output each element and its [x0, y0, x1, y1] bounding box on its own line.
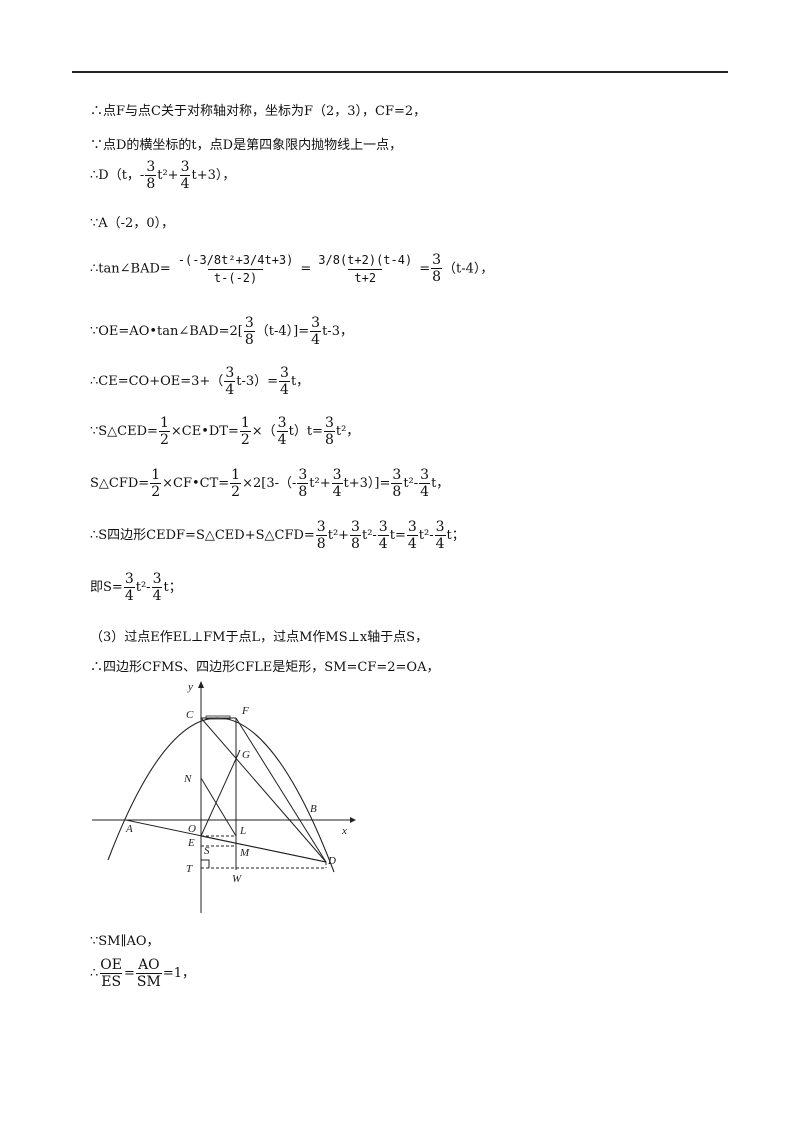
label-l: L — [239, 825, 246, 837]
segment-ed — [200, 835, 327, 863]
line-13: ∴四边形CFMS、四边形CFLE是矩形，SM=CF=2=OA， — [90, 660, 440, 675]
y-axis-arrow-icon — [198, 681, 204, 688]
label-a: A — [125, 823, 133, 835]
segment-ge — [200, 749, 241, 837]
label-e: E — [187, 837, 195, 849]
label-f: F — [241, 705, 249, 717]
label-x: x — [341, 825, 347, 837]
x-axis-arrow-icon — [350, 817, 356, 823]
right-angle-icon — [201, 859, 210, 868]
label-w: W — [232, 873, 242, 885]
label-n: N — [183, 773, 192, 785]
label-g: G — [242, 749, 250, 761]
label-c: C — [186, 709, 194, 721]
line-5: ∴tan∠BAD=-(-3/8t²+3/4t+3)t-(-2)=3/8(t+2)… — [90, 252, 494, 286]
segment-fd — [235, 717, 327, 863]
geometry-figure: y x C F G N B A O L E S M D T W — [92, 681, 356, 913]
line-14: ∵SM∥AO， — [90, 934, 160, 949]
label-y: y — [187, 681, 193, 693]
top-box — [205, 715, 231, 720]
segment-cd — [200, 717, 327, 863]
label-t: T — [186, 863, 193, 875]
label-s: S — [204, 845, 210, 857]
line-4: ∵A（-2，0）， — [90, 216, 175, 231]
label-b: B — [310, 803, 317, 815]
line-2: ∵点D的横坐标的t，点D是第四象限内抛物线上一点， — [90, 138, 403, 153]
label-o: O — [188, 823, 196, 835]
segment-nl — [200, 777, 237, 837]
header-rule — [72, 71, 728, 73]
label-m: M — [239, 847, 250, 859]
label-d: D — [327, 855, 336, 867]
line-12: （3）过点E作EL⊥FM于点L，过点M作MS⊥x轴于点S， — [90, 630, 429, 645]
line-1: ∴点F与点C关于对称轴对称，坐标为F（2，3），CF=2， — [90, 104, 427, 119]
